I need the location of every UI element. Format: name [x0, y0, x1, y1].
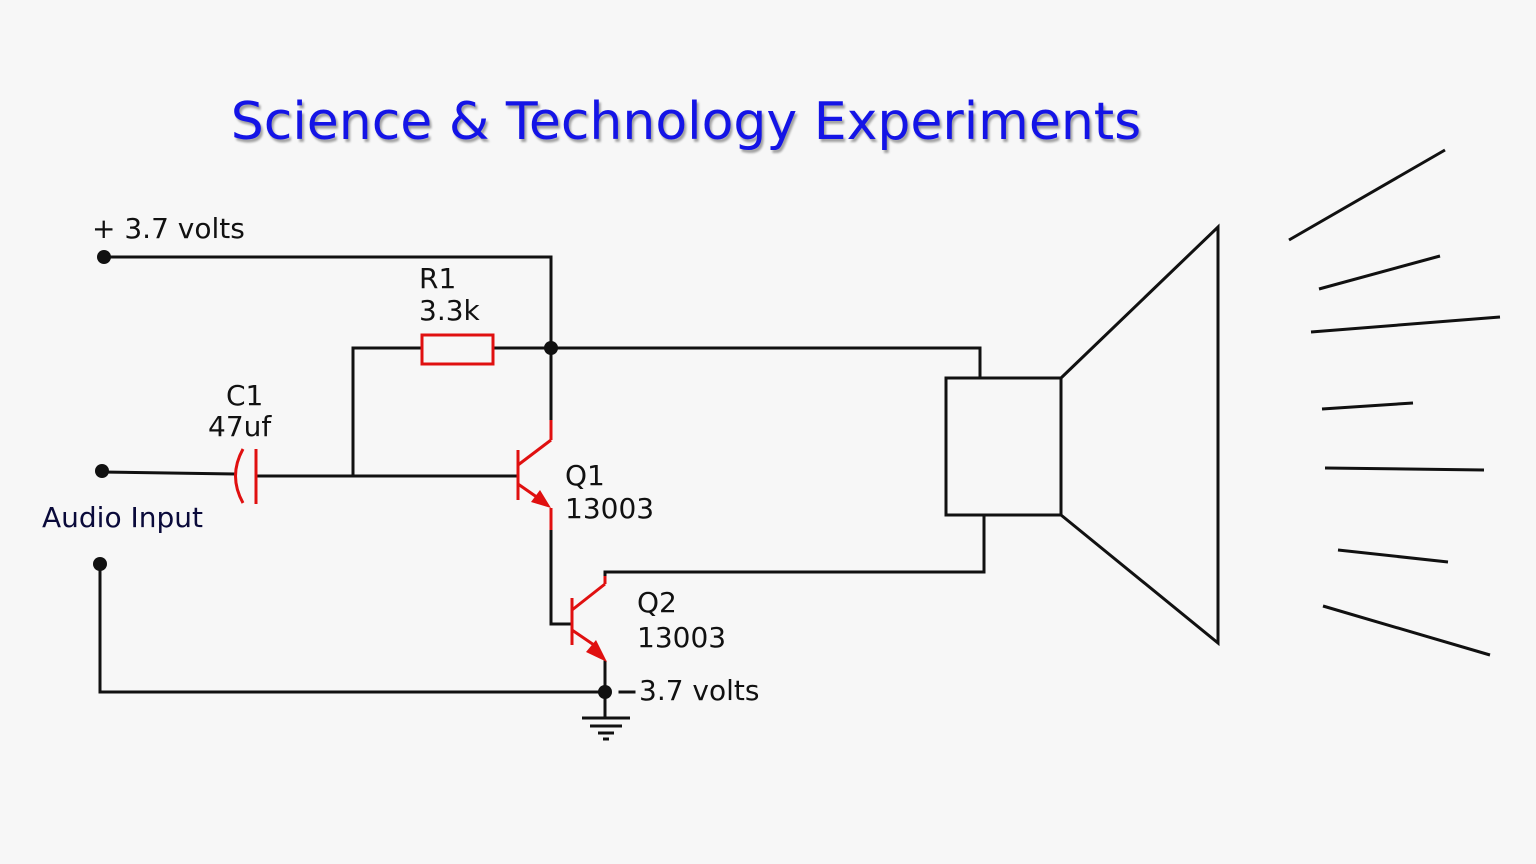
page-title: Science & Technology Experiments — [230, 92, 1142, 152]
sound-waves-icon — [1288, 148, 1501, 657]
speaker-icon — [944, 223, 1220, 647]
label-vplus: + 3.7 volts — [92, 212, 245, 245]
capacitor-c1-icon — [234, 448, 258, 504]
ground-icon — [582, 716, 630, 741]
components — [234, 333, 607, 647]
transistor-q1-icon — [516, 420, 553, 530]
label-c1-value: 47uf — [208, 410, 272, 443]
terminal-ground — [93, 557, 107, 571]
wire-speaker-top — [549, 346, 982, 380]
label-q2-name: Q2 — [637, 586, 677, 619]
junctions — [93, 250, 612, 699]
resistor-r1-icon — [420, 333, 495, 366]
label-q1-value: 13003 — [565, 492, 654, 525]
label-vminus: - 3.7 volts — [620, 674, 759, 707]
arrowheads — [531, 490, 607, 662]
wire-speaker-bottom — [603, 513, 986, 582]
terminal-vplus — [97, 250, 111, 264]
wires — [98, 255, 986, 720]
junction-ground — [598, 685, 612, 699]
wire-input — [100, 470, 236, 476]
wire-ground-return — [98, 562, 607, 694]
label-r1-name: R1 — [419, 262, 456, 295]
label-audio-input: Audio Input — [42, 501, 203, 534]
wire-r1-left — [351, 346, 423, 477]
junction-r1-collector — [544, 341, 558, 355]
label-q1-name: Q1 — [565, 459, 605, 492]
wire-q1-q2 — [549, 528, 574, 626]
label-r1-value: 3.3k — [419, 294, 481, 327]
label-c1-name: C1 — [226, 379, 263, 412]
terminal-audio-input — [95, 464, 109, 478]
transistor-q2-icon — [570, 576, 607, 647]
q1-emitter-arrow-icon — [531, 490, 551, 508]
q2-emitter-arrow-icon — [586, 640, 607, 662]
wire-vplus — [102, 255, 553, 422]
label-q2-value: 13003 — [637, 621, 726, 654]
